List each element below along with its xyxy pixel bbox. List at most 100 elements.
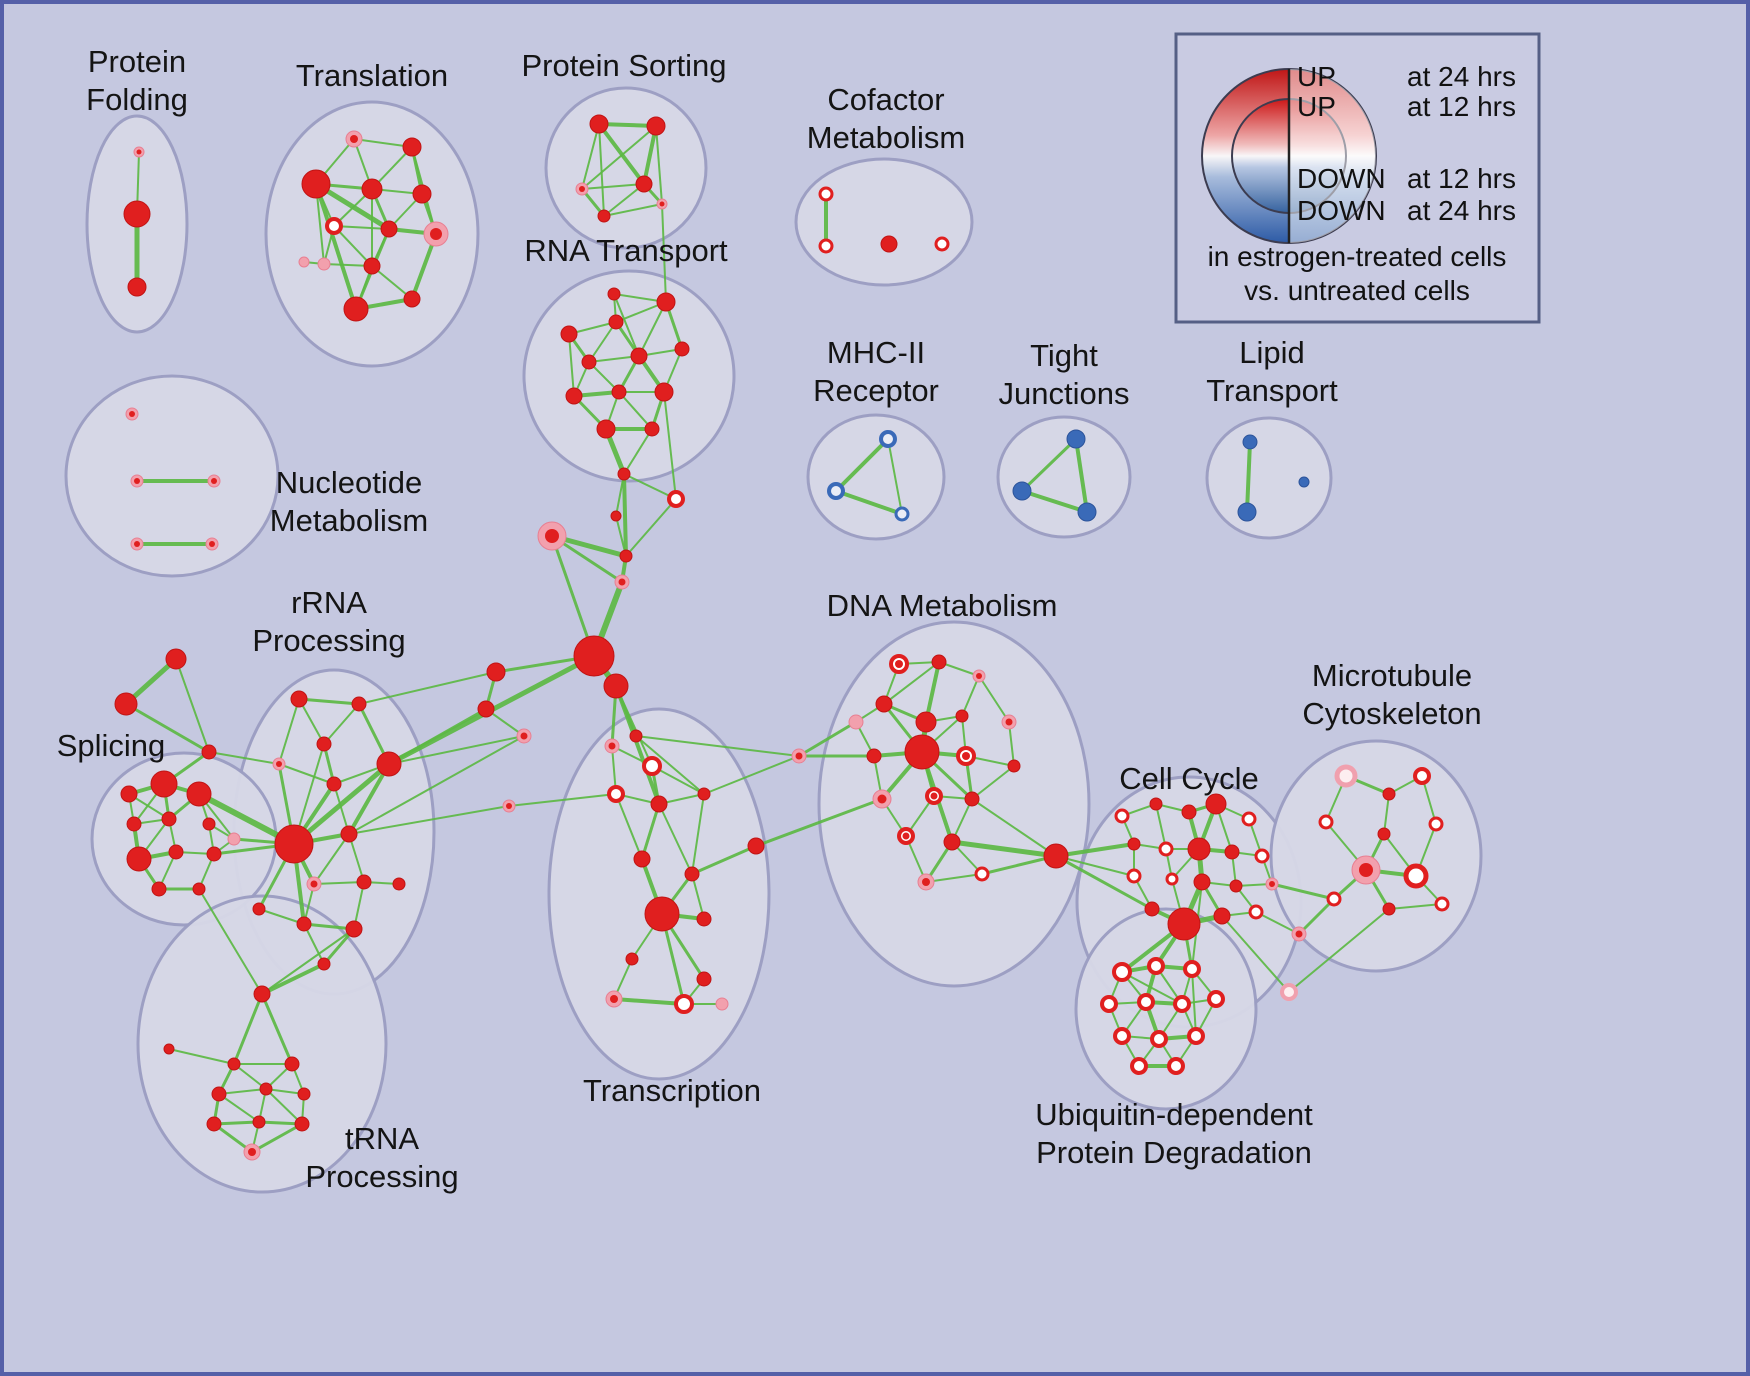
- gene-node-sp4[interactable]: [126, 816, 142, 832]
- gene-node-circle[interactable]: [644, 421, 660, 437]
- gene-node-circle[interactable]: [1066, 429, 1086, 449]
- gene-node-rt9[interactable]: [654, 382, 674, 402]
- gene-node-dm14[interactable]: [925, 787, 943, 805]
- gene-node-rr7[interactable]: [274, 824, 314, 864]
- gene-node-mh3[interactable]: [894, 506, 910, 522]
- gene-node-tn10[interactable]: [294, 1116, 310, 1132]
- gene-node-tc12[interactable]: [605, 990, 623, 1008]
- gene-node-cc16[interactable]: [1167, 907, 1201, 941]
- gene-node-nm3[interactable]: [207, 474, 221, 488]
- gene-node-circle[interactable]: [206, 846, 222, 862]
- gene-node-rr12[interactable]: [345, 920, 363, 938]
- gene-node-rt1[interactable]: [560, 325, 578, 343]
- gene-node-cm4[interactable]: [934, 236, 950, 252]
- gene-node-dm18[interactable]: [917, 873, 935, 891]
- gene-node-circle[interactable]: [380, 220, 398, 238]
- gene-node-circle[interactable]: [943, 833, 961, 851]
- gene-node-dm19[interactable]: [974, 866, 990, 882]
- gene-node-circle[interactable]: [1137, 993, 1155, 1011]
- gene-node-cx1[interactable]: [1043, 843, 1069, 869]
- gene-node-circle[interactable]: [654, 382, 674, 402]
- gene-node-circle[interactable]: [818, 186, 834, 202]
- gene-node-tr12[interactable]: [343, 296, 369, 322]
- gene-node-cc9[interactable]: [1224, 844, 1240, 860]
- gene-node-circle[interactable]: [252, 1115, 266, 1129]
- gene-node-circle[interactable]: [1298, 476, 1310, 488]
- gene-node-circle[interactable]: [163, 1043, 175, 1055]
- gene-node-tn8[interactable]: [206, 1116, 222, 1132]
- gene-node-cc4[interactable]: [1205, 793, 1227, 815]
- gene-node-ps2[interactable]: [646, 116, 666, 136]
- gene-node-circle[interactable]: [696, 911, 712, 927]
- gene-node-tc6[interactable]: [633, 850, 651, 868]
- gene-node-circle[interactable]: [297, 1087, 311, 1101]
- gene-node-ct2[interactable]: [667, 490, 685, 508]
- gene-node-circle[interactable]: [1130, 1057, 1148, 1075]
- gene-node-ub3[interactable]: [1183, 960, 1201, 978]
- gene-node-circle[interactable]: [392, 877, 406, 891]
- gene-node-nm5[interactable]: [205, 537, 219, 551]
- gene-node-circle[interactable]: [684, 866, 700, 882]
- gene-node-cc18[interactable]: [1248, 904, 1264, 920]
- gene-node-circle[interactable]: [715, 997, 729, 1011]
- gene-node-circle[interactable]: [274, 824, 314, 864]
- gene-node-cm1[interactable]: [818, 186, 834, 202]
- gene-node-circle[interactable]: [1167, 907, 1201, 941]
- gene-node-circle[interactable]: [403, 290, 421, 308]
- gene-node-circle[interactable]: [1187, 1027, 1205, 1045]
- gene-node-circle[interactable]: [1413, 767, 1431, 785]
- gene-node-circle[interactable]: [1149, 797, 1163, 811]
- gene-node-circle[interactable]: [126, 816, 142, 832]
- gene-node-tr5[interactable]: [412, 184, 432, 204]
- gene-node-sp12[interactable]: [227, 832, 241, 846]
- gene-node-circle[interactable]: [635, 175, 653, 193]
- gene-node-pf2[interactable]: [123, 200, 151, 228]
- gene-node-circle[interactable]: [879, 430, 897, 448]
- gene-node-tn6[interactable]: [259, 1082, 273, 1096]
- gene-node-circle[interactable]: [610, 510, 622, 522]
- gene-node-circle[interactable]: [617, 467, 631, 481]
- gene-node-ex2[interactable]: [114, 692, 138, 716]
- gene-node-rr4[interactable]: [272, 757, 286, 771]
- gene-node-circle[interactable]: [202, 817, 216, 831]
- gene-node-sp7[interactable]: [126, 846, 152, 872]
- gene-node-circle[interactable]: [827, 482, 845, 500]
- gene-node-mc6[interactable]: [1428, 816, 1444, 832]
- gene-node-circle[interactable]: [697, 787, 711, 801]
- gene-node-ct9[interactable]: [486, 662, 506, 682]
- gene-node-circle[interactable]: [227, 1057, 241, 1071]
- gene-node-circle[interactable]: [1173, 995, 1191, 1013]
- gene-node-dm15[interactable]: [964, 791, 980, 807]
- gene-node-tc1[interactable]: [604, 738, 620, 754]
- gene-node-circle[interactable]: [880, 235, 898, 253]
- gene-node-ct7[interactable]: [573, 635, 615, 677]
- gene-node-circle[interactable]: [227, 832, 241, 846]
- gene-node-circle[interactable]: [1147, 957, 1165, 975]
- gene-node-circle[interactable]: [573, 635, 615, 677]
- gene-node-circle[interactable]: [619, 549, 633, 563]
- gene-node-circle[interactable]: [356, 874, 372, 890]
- gene-node-circle[interactable]: [625, 952, 639, 966]
- gene-node-circle[interactable]: [165, 648, 187, 670]
- gene-node-circle[interactable]: [1187, 837, 1211, 861]
- gene-node-rt11[interactable]: [644, 421, 660, 437]
- gene-node-sp9[interactable]: [206, 846, 222, 862]
- gene-node-circle[interactable]: [259, 1082, 273, 1096]
- gene-node-ub9[interactable]: [1150, 1030, 1168, 1048]
- gene-node-dm1[interactable]: [889, 654, 909, 674]
- gene-node-nm4[interactable]: [130, 537, 144, 551]
- gene-node-lt2[interactable]: [1237, 502, 1257, 522]
- gene-node-circle[interactable]: [326, 776, 342, 792]
- gene-node-circle[interactable]: [412, 184, 432, 204]
- gene-node-circle[interactable]: [1318, 814, 1334, 830]
- gene-node-pk1[interactable]: [1280, 983, 1298, 1001]
- gene-node-circle[interactable]: [607, 287, 621, 301]
- gene-node-ub5[interactable]: [1137, 993, 1155, 1011]
- gene-node-dm7[interactable]: [955, 709, 969, 723]
- gene-node-circle[interactable]: [603, 673, 629, 699]
- gene-node-nm1[interactable]: [125, 407, 139, 421]
- gene-node-circle[interactable]: [1100, 995, 1118, 1013]
- gene-node-cc12[interactable]: [1165, 872, 1179, 886]
- gene-node-circle[interactable]: [301, 169, 331, 199]
- gene-node-circle[interactable]: [1229, 879, 1243, 893]
